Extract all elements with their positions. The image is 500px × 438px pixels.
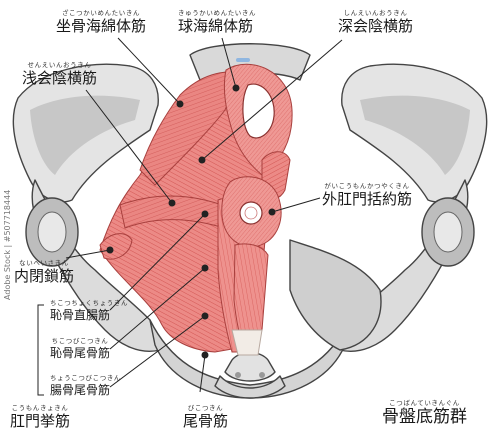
anococcygeal-tendon	[231, 329, 263, 356]
label-iliococcygeus: ちょうこつびこつきん 腸骨尾骨筋	[50, 374, 121, 397]
label-obturator-internus: ないへいさきん 内閉鎖筋	[14, 259, 75, 285]
openings	[236, 58, 275, 225]
leader-lines	[37, 37, 343, 396]
ischiocavernosus-muscle	[139, 71, 241, 186]
label-superficial-transverse: せんえいんおうきん 浅会陰横筋	[22, 61, 98, 87]
label-external-sphincter: がいこうもんかつやくきん 外肛門括約筋	[322, 182, 413, 208]
label-pubococcygeus: ちこつびこつきん 恥骨尾骨筋	[50, 337, 111, 360]
pelvic-floor-muscles	[99, 63, 293, 356]
label-ischiocavernosus: ざこつかいめんたいきん 坐骨海綿体筋	[56, 9, 147, 35]
watermark: Adobe Stock | #507718444	[3, 189, 12, 300]
pelvis-bones	[12, 43, 488, 399]
label-coccygeus: びこつきん 尾骨筋	[183, 404, 229, 430]
diagram-title: こつばんていきんぐん 骨盤底筋群	[382, 399, 467, 427]
label-deep-transverse: しんえいんおうきん 深会陰横筋	[338, 9, 414, 35]
label-bulbospongiosus: きゅうかいめんたいきん 球海綿体筋	[178, 9, 257, 35]
label-puborectalis: ちこつちょくちょうきん 恥骨直腸筋	[50, 299, 129, 322]
label-levator-ani: こうもんきょきん 肛門挙筋	[10, 404, 71, 430]
